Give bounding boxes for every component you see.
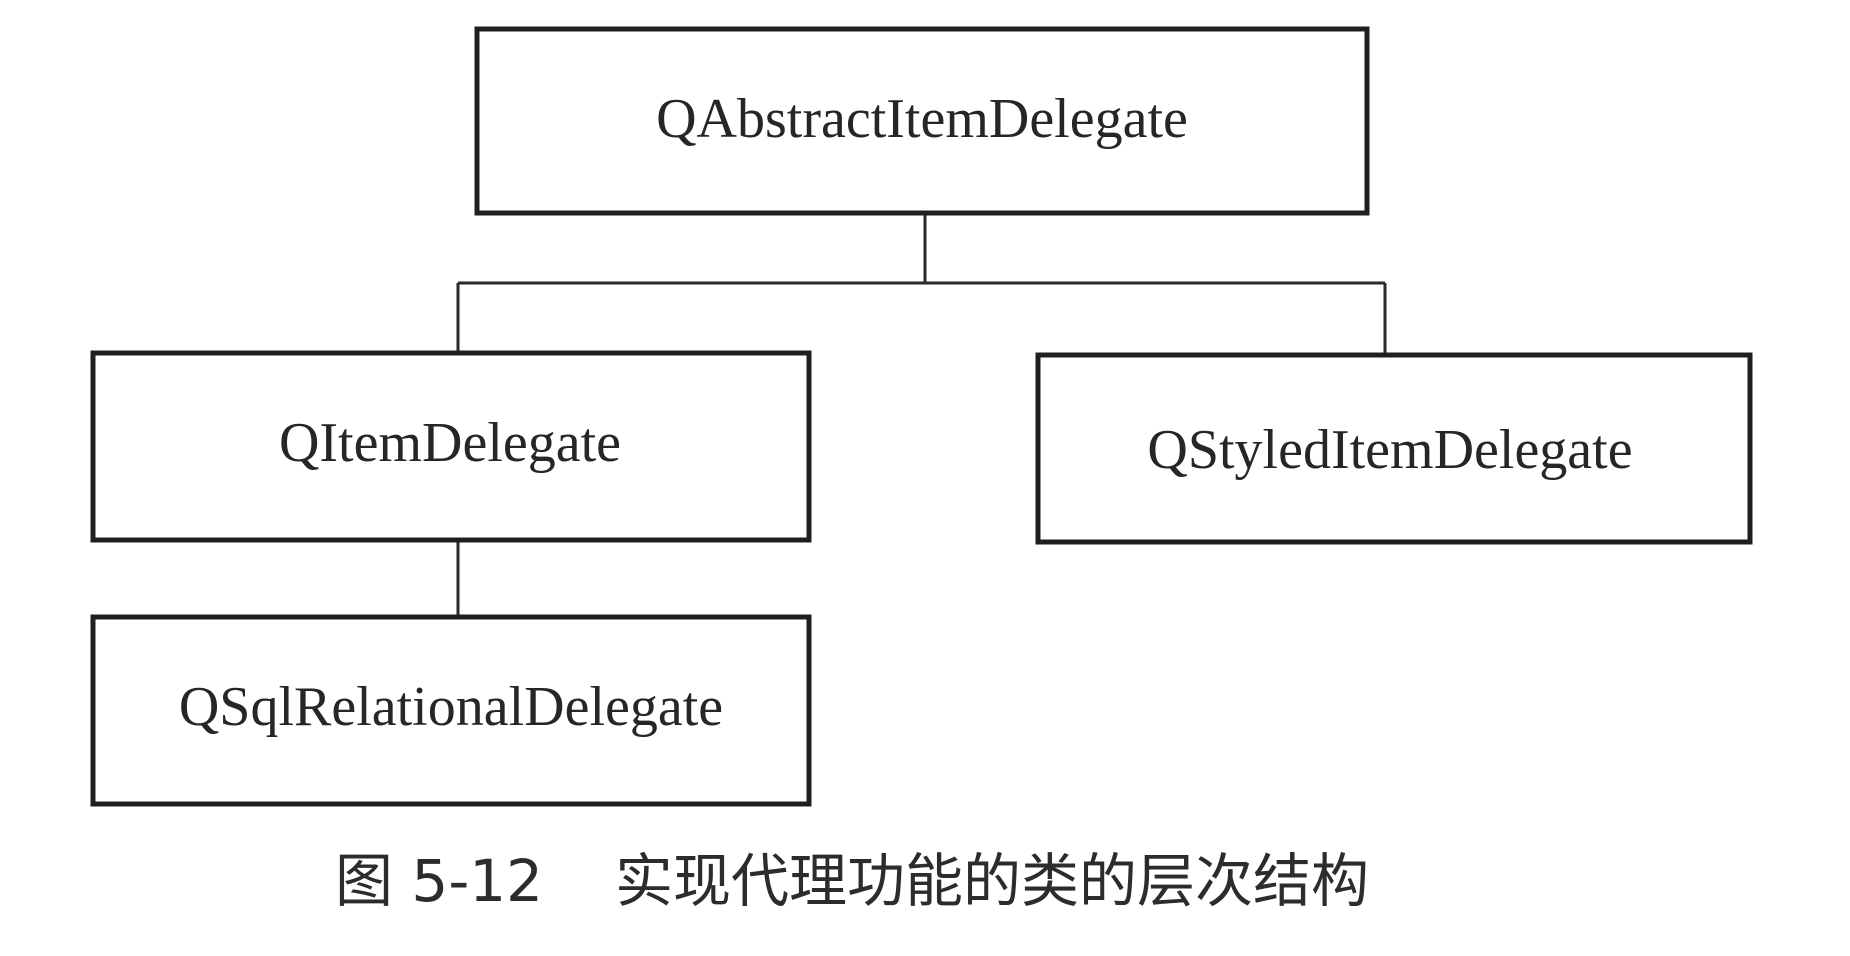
figure-title: 实现代理功能的类的层次结构	[615, 847, 1369, 915]
node-label: QStyledItemDelegate	[1147, 419, 1632, 481]
node-label: QAbstractItemDelegate	[656, 88, 1188, 150]
node-qitemdelegate: QItemDelegate	[90, 350, 812, 543]
figure-number: 图 5-12	[335, 847, 543, 915]
node-qabstractitemdelegate: QAbstractItemDelegate	[474, 26, 1370, 216]
node-box	[1035, 352, 1753, 545]
node-box	[90, 350, 812, 543]
node-qstyleditemdelegate: QStyledItemDelegate	[1035, 352, 1753, 545]
node-label: QSqlRelationalDelegate	[179, 676, 723, 738]
node-label: QItemDelegate	[279, 412, 621, 474]
node-qsqlrelationaldelegate: QSqlRelationalDelegate	[90, 614, 812, 807]
node-box	[474, 26, 1370, 216]
node-box	[90, 614, 812, 807]
connectors	[456, 215, 1387, 617]
figure-caption: 图 5-12 实现代理功能的类的层次结构	[335, 847, 1369, 915]
